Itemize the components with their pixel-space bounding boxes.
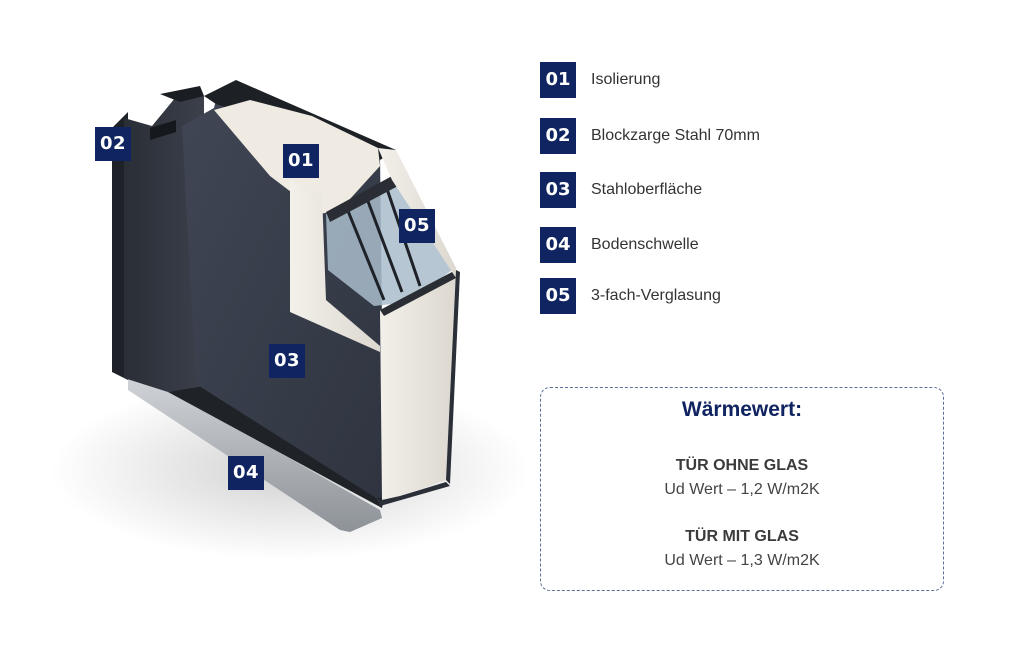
- marker-05: 05: [399, 209, 435, 243]
- legend-number: 03: [540, 172, 576, 208]
- insulation-side: [378, 148, 456, 500]
- legend-item-stahloberflaeche: 03 Stahloberfläche: [540, 172, 702, 208]
- legend-label: Bodenschwelle: [591, 236, 699, 253]
- legend-item-isolierung: 01 Isolierung: [540, 62, 660, 98]
- threshold-sill: [128, 378, 382, 532]
- glass-spacer-1: [344, 205, 386, 301]
- waermewert-box: Wärmewert: TÜR OHNE GLAS Ud Wert – 1,2 W…: [540, 387, 944, 591]
- legend-item-blockzarge: 02 Blockzarge Stahl 70mm: [540, 118, 760, 154]
- glazing-bottom-profile: [380, 272, 456, 316]
- legend-label: Isolierung: [591, 71, 661, 88]
- group-heading-mit-glas: TÜR MIT GLAS: [685, 528, 799, 545]
- door-cutaway-illustration: 02 01 05 03 04: [50, 80, 530, 560]
- frame-rebate: [150, 120, 176, 140]
- door-side-skin: [446, 270, 460, 484]
- legend-label: Blockzarge Stahl 70mm: [591, 127, 760, 144]
- waermewert-title: Wärmewert:: [681, 398, 803, 421]
- legend-number: 01: [540, 62, 576, 98]
- legend-item-bodenschwelle: 04 Bodenschwelle: [540, 227, 699, 263]
- glazing-top-profile: [326, 176, 398, 222]
- legend-number: 02: [540, 118, 576, 154]
- marker-03: 03: [269, 344, 305, 378]
- door-bottom-edge: [376, 482, 450, 506]
- marker-02: 02: [95, 127, 131, 161]
- marker-04: 04: [228, 456, 264, 490]
- group-value-ohne-glas: Ud Wert – 1,2 W/m2K: [664, 481, 820, 498]
- legend-label: Stahloberfläche: [591, 181, 703, 198]
- insulation-cut: [290, 180, 380, 352]
- frame-profile: [124, 92, 204, 392]
- legend-item-verglasung: 05 3-fach-Verglasung: [540, 278, 721, 314]
- glazing-pane: [326, 178, 452, 306]
- marker-01: 01: [283, 144, 319, 178]
- group-value-mit-glas: Ud Wert – 1,3 W/m2K: [664, 552, 820, 569]
- glass-spacer-2: [364, 195, 404, 293]
- legend-number: 05: [540, 278, 576, 314]
- threshold-seal: [168, 384, 385, 508]
- legend-number: 04: [540, 227, 576, 263]
- frame-top: [160, 86, 204, 102]
- legend-label: 3-fach-Verglasung: [591, 287, 721, 304]
- door-cutaway-drawing: [50, 80, 530, 560]
- group-heading-ohne-glas: TÜR OHNE GLAS: [675, 457, 809, 474]
